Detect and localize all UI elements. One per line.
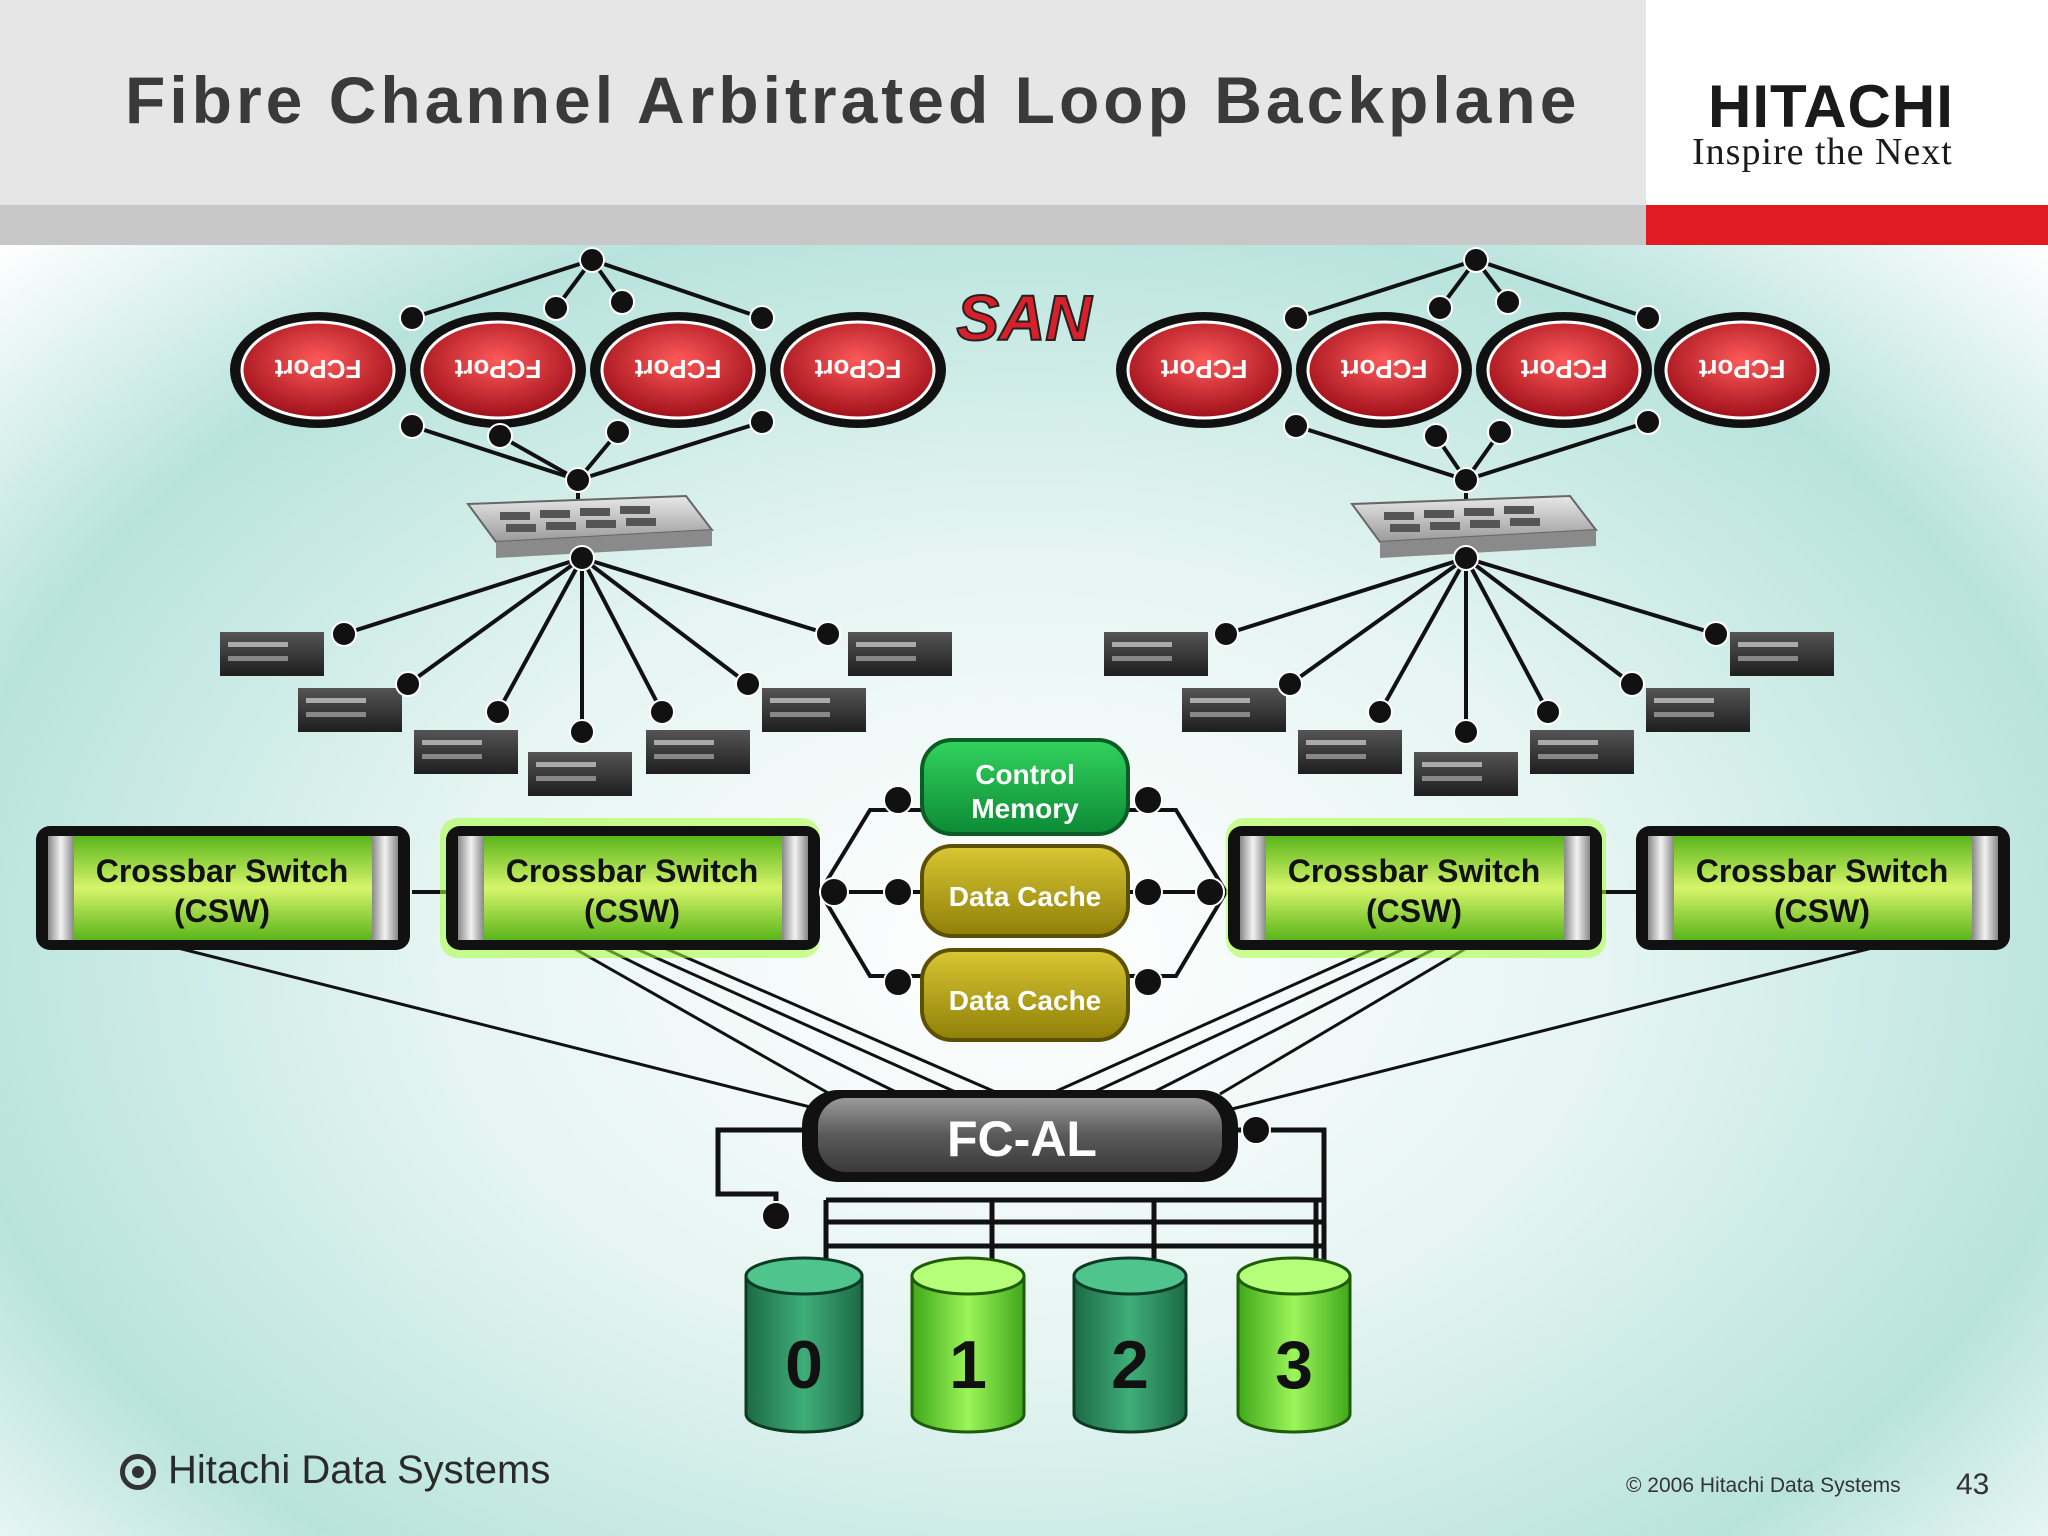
fcport-5-label: FCPort <box>1160 354 1247 384</box>
fcport-1: FCPort <box>230 312 406 428</box>
control-memory-line2: Memory <box>971 793 1079 824</box>
csw-2-label-line2: (CSW) <box>584 893 680 929</box>
hds-logo-icon <box>120 1454 156 1491</box>
data-cache-2: Data Cache <box>920 948 1130 1042</box>
disk-2-label: 2 <box>1111 1327 1149 1403</box>
header-bar <box>0 0 1646 205</box>
hitachi-logo: HITACHI <box>1708 73 1954 140</box>
csw-2-label-line1: Crossbar Switch <box>506 853 759 889</box>
fcport-7: FCPort <box>1476 312 1652 428</box>
fcport-1-label: FCPort <box>274 354 361 384</box>
logo-accent-bar <box>1646 205 2048 245</box>
server-icon <box>1298 730 1402 774</box>
disk-3: 3 <box>1236 1256 1352 1434</box>
fcport-8: FCPort <box>1654 312 1830 428</box>
right-fcports: FCPort FCPort FCPort FCPort <box>1116 312 1830 428</box>
slide-title: Fibre Channel Arbitrated Loop Backplane <box>125 63 1581 137</box>
fcport-3: FCPort <box>590 312 766 428</box>
fcport-2: FCPort <box>410 312 586 428</box>
fcport-2-label: FCPort <box>454 354 541 384</box>
server-icon <box>220 632 324 676</box>
csw-4: Crossbar Switch (CSW) <box>1636 826 2010 950</box>
copyright-text: © 2006 Hitachi Data Systems <box>1626 1474 1901 1497</box>
csw-4-label-line1: Crossbar Switch <box>1696 853 1949 889</box>
control-memory: Control Memory <box>920 738 1130 836</box>
san-label: SAN <box>956 282 1093 354</box>
disk-3-label: 3 <box>1275 1327 1313 1403</box>
footer-logo-label: Hitachi Data Systems <box>168 1448 551 1492</box>
disk-1: 1 <box>910 1256 1026 1434</box>
server-icon <box>646 730 750 774</box>
logo-panel <box>1646 0 2048 205</box>
csw-3-label-line1: Crossbar Switch <box>1288 853 1541 889</box>
data-cache-2-label: Data Cache <box>949 985 1102 1016</box>
disk-0-label: 0 <box>785 1327 823 1403</box>
logo-tagline: Inspire the Next <box>1692 131 1953 173</box>
csw-1: Crossbar Switch (CSW) <box>36 826 410 950</box>
fcport-3-label: FCPort <box>634 354 721 384</box>
control-memory-line1: Control <box>975 759 1075 790</box>
fcal-hub: FC-AL <box>802 1090 1238 1182</box>
server-icon <box>1182 688 1286 732</box>
csw-to-fcal-links <box>169 944 1881 1114</box>
server-icon <box>298 688 402 732</box>
fcport-5: FCPort <box>1116 312 1292 428</box>
server-icon <box>414 730 518 774</box>
server-icon <box>1530 730 1634 774</box>
fcal-label: FC-AL <box>947 1111 1097 1167</box>
right-servers <box>1104 632 1834 796</box>
fcal-loop-wires <box>715 1127 1327 1270</box>
csw-3-label-line2: (CSW) <box>1366 893 1462 929</box>
server-icon <box>848 632 952 676</box>
left-san-switch <box>466 494 714 558</box>
server-icon <box>1646 688 1750 732</box>
connector-arrows <box>331 247 1729 1231</box>
left-san-group <box>343 258 829 732</box>
csw-1-label-line2: (CSW) <box>174 893 270 929</box>
right-san-group <box>1225 258 1717 732</box>
server-icon <box>528 752 632 796</box>
fcport-4-label: FCPort <box>814 354 901 384</box>
csw-4-label-line2: (CSW) <box>1774 893 1870 929</box>
data-cache-1: Data Cache <box>920 844 1130 938</box>
fcport-6-label: FCPort <box>1340 354 1427 384</box>
header-stripe <box>0 205 1646 245</box>
fcport-7-label: FCPort <box>1520 354 1607 384</box>
fcport-8-label: FCPort <box>1698 354 1785 384</box>
server-icon <box>1104 632 1208 676</box>
disk-2: 2 <box>1072 1256 1188 1434</box>
csw-1-label-line1: Crossbar Switch <box>96 853 349 889</box>
disk-0: 0 <box>744 1256 864 1434</box>
server-icon <box>762 688 866 732</box>
server-icon <box>1730 632 1834 676</box>
server-icon <box>1414 752 1518 796</box>
footer-logo: Hitachi Data Systems <box>120 1448 550 1493</box>
disk-1-label: 1 <box>949 1327 987 1403</box>
right-san-switch <box>1350 494 1598 558</box>
data-cache-1-label: Data Cache <box>949 881 1102 912</box>
fcport-6: FCPort <box>1296 312 1472 428</box>
left-servers <box>220 632 952 796</box>
left-fcports: FCPort FCPort FCPort FCPort <box>230 312 946 428</box>
csw-2: Crossbar Switch (CSW) <box>440 818 820 958</box>
page-number: 43 <box>1956 1468 1990 1501</box>
csw-3: Crossbar Switch (CSW) <box>1226 818 1606 958</box>
fcport-4: FCPort <box>770 312 946 428</box>
